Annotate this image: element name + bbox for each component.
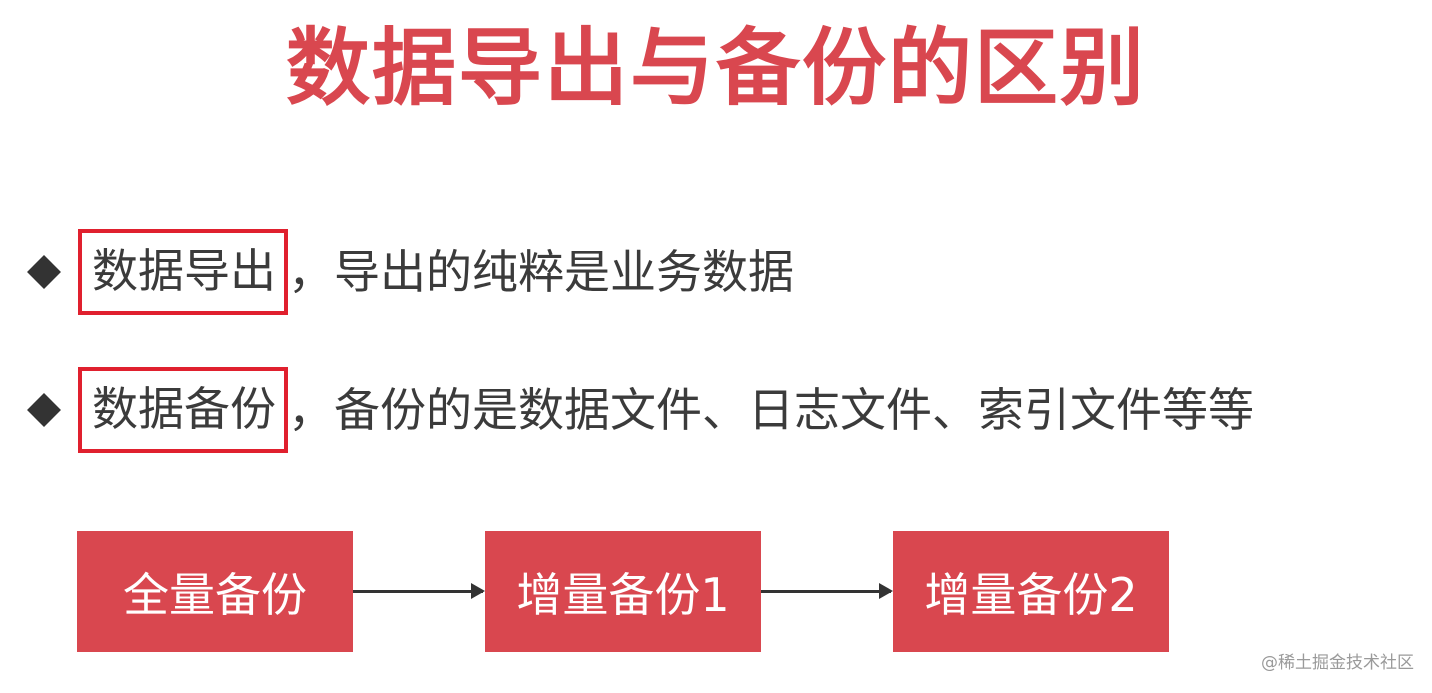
flow-box-incremental-backup-1: 增量备份1	[485, 531, 761, 652]
diamond-bullet-icon	[27, 255, 61, 289]
highlight-export-term: 数据导出	[78, 229, 288, 315]
flow-box-full-backup: 全量备份	[77, 531, 353, 652]
bullet-backup-text: ，备份的是数据文件、日志文件、索引文件等等	[288, 383, 1254, 437]
slide-title: 数据导出与备份的区别	[285, 19, 1146, 117]
flow-arrow-right-icon	[761, 583, 893, 599]
backup-flow: 全量备份 增量备份1 增量备份2	[0, 531, 1432, 652]
watermark: @稀土掘金技术社区	[1261, 653, 1414, 673]
flow-box-incremental-backup-2: 增量备份2	[893, 531, 1169, 652]
bullet-export: 数据导出 ，导出的纯粹是业务数据	[26, 227, 794, 317]
flow-arrow-right-icon	[353, 583, 485, 599]
bullet-backup: 数据备份 ，备份的是数据文件、日志文件、索引文件等等	[26, 365, 1254, 455]
bullet-export-text: ，导出的纯粹是业务数据	[288, 245, 794, 299]
highlight-backup-term: 数据备份	[78, 367, 288, 453]
diamond-bullet-icon	[27, 393, 61, 427]
